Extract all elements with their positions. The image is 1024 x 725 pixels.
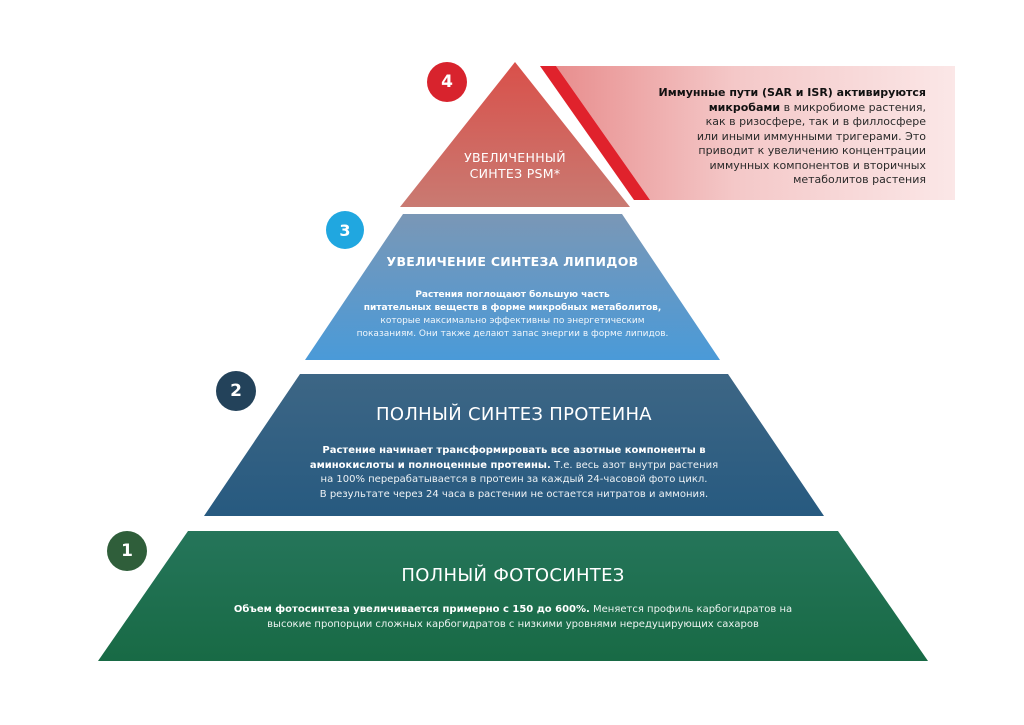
level-2-badge: 2 <box>216 371 256 411</box>
level-1-title: ПОЛНЫЙ ФОТОСИНТЕЗ <box>401 565 625 586</box>
level-3-badge: 3 <box>326 211 364 249</box>
level-1-shape <box>98 531 928 661</box>
level-1-badge: 1 <box>107 531 147 571</box>
pyramid-level-4: УВЕЛИЧЕННЫЙ СИНТЕЗ PSM* <box>400 62 630 207</box>
level-4-badge: 4 <box>427 62 467 102</box>
level-3-title: УВЕЛИЧЕНИЕ СИНТЕЗА ЛИПИДОВ <box>386 254 639 269</box>
callout-shape <box>540 66 955 200</box>
callout-text: Иммунные пути (SAR и ISR) активируются м… <box>658 86 926 187</box>
level-1-description: Объем фотосинтеза увеличивается примерно… <box>233 604 793 630</box>
level-3-shape <box>305 214 720 360</box>
level-2-title: ПОЛНЫЙ СИНТЕЗ ПРОТЕИНА <box>376 404 652 425</box>
level-4-title: УВЕЛИЧЕННЫЙ СИНТЕЗ PSM* <box>464 150 566 181</box>
pyramid-level-2: ПОЛНЫЙ СИНТЕЗ ПРОТЕИНА Растение начинает… <box>204 374 824 516</box>
level-4-shape <box>400 62 630 207</box>
pyramid-level-3: УВЕЛИЧЕНИЕ СИНТЕЗА ЛИПИДОВ Растения погл… <box>305 214 720 360</box>
level-3-description: Растения поглощают большую часть питател… <box>356 290 669 340</box>
pyramid-level-1: ПОЛНЫЙ ФОТОСИНТЕЗ Объем фотосинтеза увел… <box>98 531 928 661</box>
level-2-description: Растение начинает трансформировать все а… <box>309 445 719 500</box>
level-2-shape <box>204 374 824 516</box>
callout-box: Иммунные пути (SAR и ISR) активируются м… <box>540 66 955 200</box>
